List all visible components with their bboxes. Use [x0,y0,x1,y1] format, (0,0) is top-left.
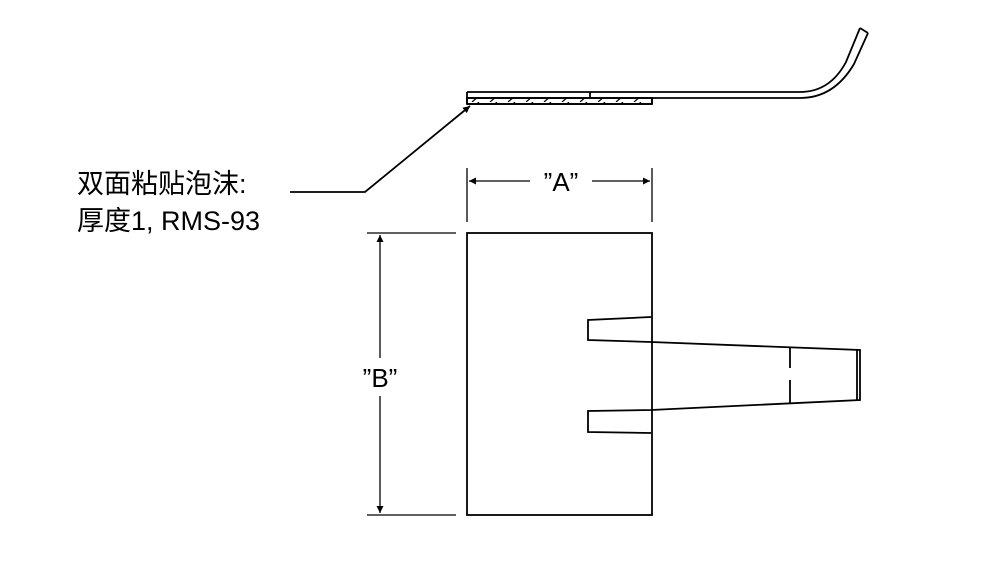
callout-text-line1: 双面粘贴泡沫: [77,169,247,199]
dimension-b-label: ”B” [363,363,398,393]
part-outline [466,232,861,516]
side-view-strip [466,27,869,105]
dimension-a-label: ”A” [544,167,579,197]
callout-text-line2: 厚度1, RMS-93 [77,206,260,236]
dimension-b [367,232,456,516]
dimension-a [466,168,653,222]
callout-leader [290,105,471,193]
